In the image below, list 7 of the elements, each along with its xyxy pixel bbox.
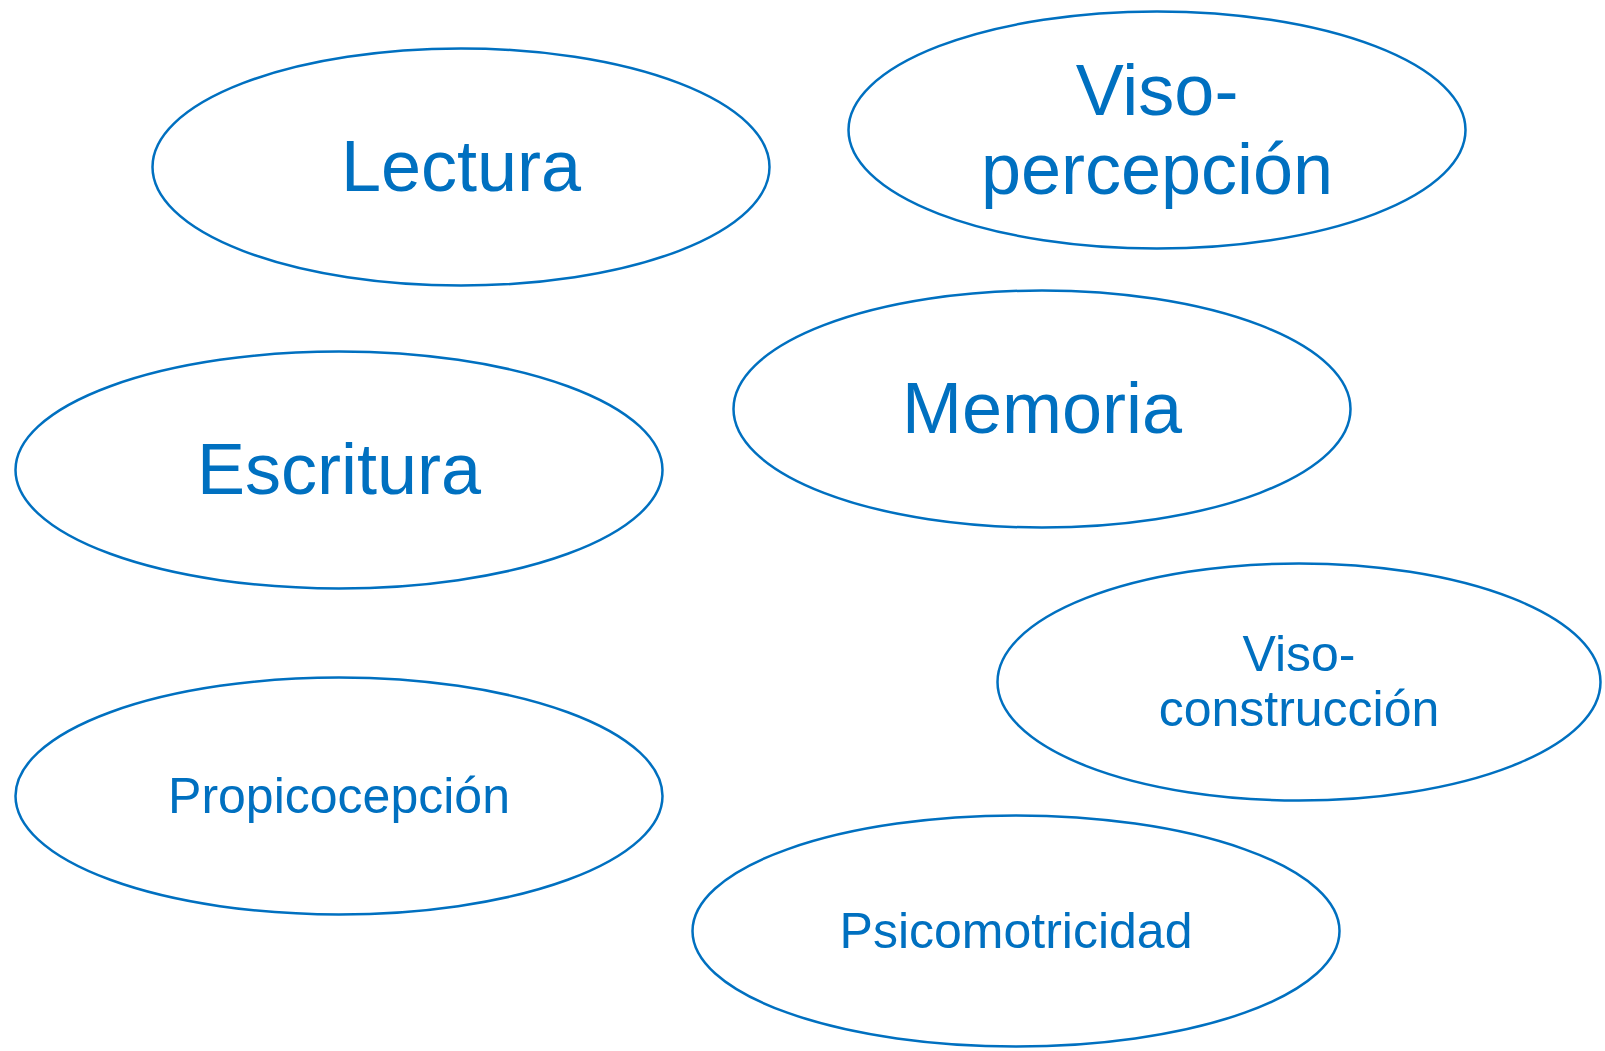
node-label: Viso- percepción bbox=[979, 50, 1335, 210]
node-label: Lectura bbox=[340, 127, 582, 207]
node-label: Propicocepción bbox=[168, 768, 510, 824]
node-label: Psicomotricidad bbox=[839, 903, 1193, 959]
node-label: Memoria bbox=[901, 369, 1183, 449]
node-label: Viso- construcción bbox=[1157, 627, 1441, 737]
node-label: Escritura bbox=[196, 430, 482, 510]
